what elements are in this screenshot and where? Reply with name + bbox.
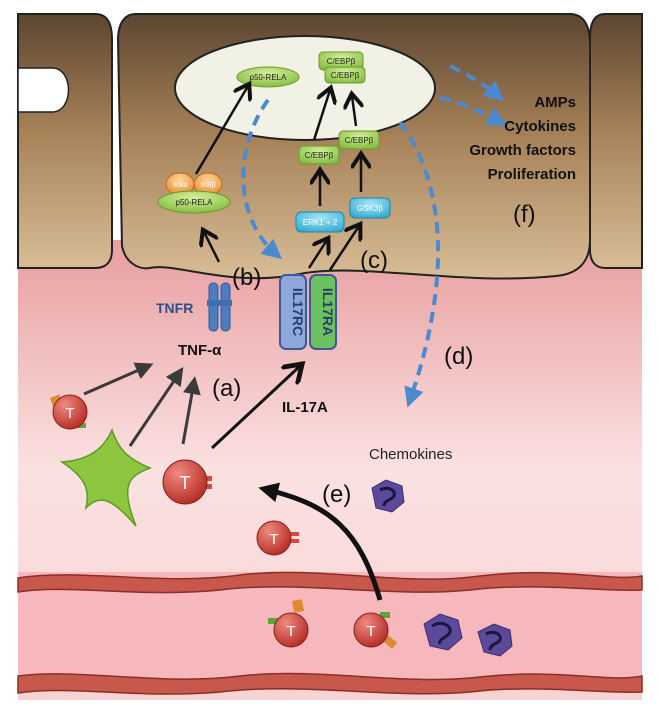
label-a: (a)	[212, 375, 241, 402]
blood-vessel	[17, 571, 643, 695]
ikb-p50-rela-complex: IKBα IKBβ p50-RELA	[157, 172, 231, 214]
label-b: (b)	[232, 264, 261, 291]
label-d: (d)	[444, 343, 473, 370]
chemokines-label: Chemokines	[369, 446, 452, 463]
cebpb-cytoplasm-right: C/EBPβ	[338, 130, 380, 150]
erk-label: ERK1 + 2	[303, 218, 338, 227]
ikba-label: IKBα	[172, 182, 187, 189]
cebpb-cytoplasm-right-label: C/EBPβ	[345, 136, 374, 145]
label-e: (e)	[322, 481, 351, 508]
t-cell-4: T	[268, 599, 309, 648]
label-c: (c)	[360, 247, 388, 274]
tnf-alpha-label: TNF-α	[178, 342, 222, 359]
output-proliferation: Proliferation	[488, 166, 576, 183]
nucleus	[174, 35, 436, 141]
p50-rela-cytoplasm-label: p50-RELA	[176, 198, 214, 207]
t-cell-3: T	[256, 520, 299, 556]
cebpb-nuclear-label-1: C/EBPβ	[327, 57, 356, 66]
il17ra-receptor: IL17RA	[309, 274, 337, 350]
t-cell-4-label: T	[286, 623, 295, 640]
tnfr-label: TNFR	[156, 300, 193, 316]
il17ra-label: IL17RA	[320, 288, 336, 336]
t-cell-5: T	[353, 612, 398, 649]
il17rc-receptor: IL17RC	[279, 274, 307, 350]
t-cell-1: T	[49, 394, 88, 430]
t-cell-5-label: T	[366, 623, 375, 640]
recruitment-arrow	[258, 482, 383, 601]
p50-rela-nuclear: p50-RELA	[236, 66, 300, 88]
dendritic-cell	[59, 427, 153, 527]
neutrophil-1	[371, 479, 405, 513]
tnf-secretion-arrows	[83, 362, 201, 447]
il17a-label: IL-17A	[282, 399, 328, 416]
signaling-arrows	[194, 86, 361, 271]
t-cell-3-label: T	[269, 531, 278, 548]
il17rc-label: IL17RC	[290, 288, 306, 336]
il17a-secretion-arrow	[210, 366, 300, 450]
neutrophil-3	[477, 623, 513, 657]
erk-protein: ERK1 + 2	[295, 211, 345, 233]
dashed-blue-arrows	[241, 64, 507, 408]
t-cell-2-label: T	[180, 473, 191, 493]
cebpb-cytoplasm-left-label: C/EBPβ	[305, 151, 334, 160]
ikbb-label: IKBβ	[200, 182, 215, 189]
label-f: (f)	[513, 201, 536, 228]
output-growth-factors: Growth factors	[469, 142, 576, 159]
cebpb-nuclear-pair: C/EBPβ C/EBPβ	[318, 51, 366, 84]
p50-rela-nuclear-label: p50-RELA	[250, 73, 288, 82]
t-cell-2: T	[162, 459, 212, 505]
output-cytokines: Cytokines	[504, 118, 576, 135]
t-cell-1-label: T	[65, 405, 74, 422]
cebpb-nuclear-label-2: C/EBPβ	[331, 71, 360, 80]
neutrophil-2	[423, 613, 463, 651]
output-amps: AMPs	[534, 94, 576, 111]
gsk3b-label: GSK3β	[357, 204, 383, 213]
gsk3b-protein: GSK3β	[349, 197, 391, 219]
cebpb-cytoplasm-left: C/EBPβ	[298, 145, 340, 165]
tnfr-receptor	[207, 282, 232, 332]
